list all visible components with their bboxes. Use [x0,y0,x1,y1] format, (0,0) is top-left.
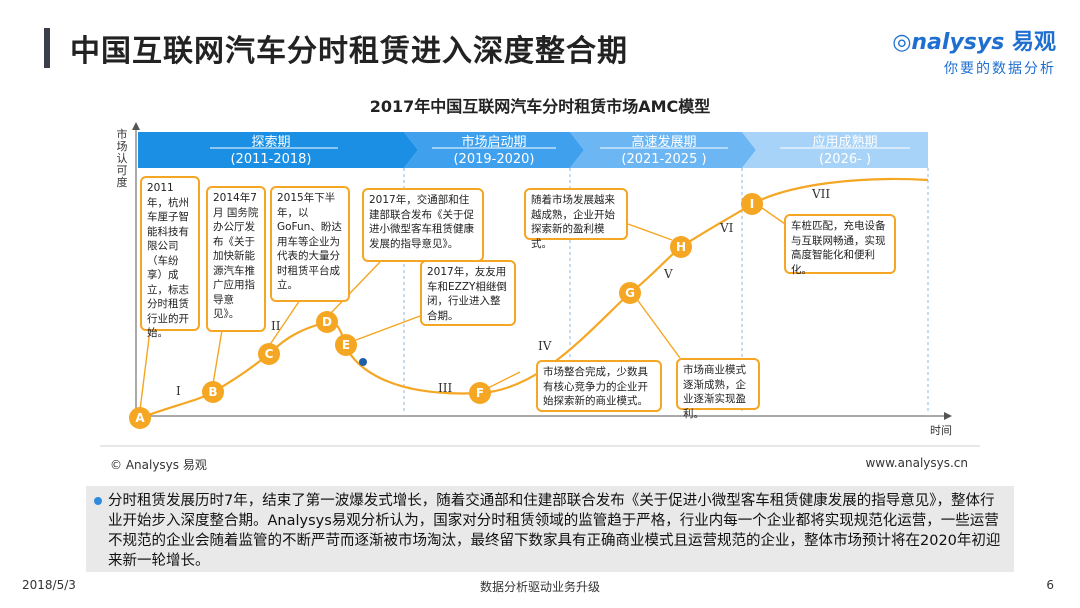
phase-banner-4 [742,132,928,168]
bullet-dot-icon [94,497,102,505]
stage-6: VI [719,221,734,235]
phase-1-name: 探索期 [251,135,290,150]
point-f-label: F [476,386,484,400]
y-axis-arrow-icon [132,122,140,130]
note-c: 2015年下半年，以GoFun、盼达用车等企业为代表的大量分时租赁平台成立。 [270,186,350,302]
summary-box: 分时租赁发展历时7年，结束了第一波爆发式增长，随着交通部和住建部联合发布《关于促… [86,486,1014,572]
phase-2-name: 市场启动期 [461,134,526,150]
y-axis-label: 市场认可度 [117,127,128,189]
point-b-label: B [208,385,217,399]
footer-slogan: 数据分析驱动业务升级 [479,580,600,594]
point-g-label: G [625,286,635,300]
point-h-label: H [676,240,686,254]
logo-text: nalysys [911,30,1005,55]
source-website[interactable]: www.analysys.cn [865,456,968,470]
stage-1: I [176,384,181,398]
note-h: 随着市场发展越来越成熟，企业开始探索新的盈利模式。 [524,188,628,250]
phase-banners: 探索期 (2011-2018) 市场启动期 (2019-2020) 高速发展期 … [138,132,928,168]
phase-4-name: 应用成熟期 [812,134,877,150]
summary-text: 分时租赁发展历时7年，结束了第一波爆发式增长，随着交通部和住建部联合发布《关于促… [108,493,1001,569]
milestones: A B C D E F G H I [129,193,763,429]
stage-numerals: I II III IV V VI VII [176,187,830,398]
point-d [316,311,338,333]
phase-2-years: (2019-2020) [453,152,534,167]
phase-banner-3 [570,132,756,168]
point-b [202,381,224,403]
phase-1-years: (2011-2018) [230,152,311,167]
stage-7: VII [811,187,830,201]
stage-5: V [663,267,673,281]
note-d: 2017年，交通部和住建部联合发布《关于促进小微型客车租赁健康发展的指导意见》。 [362,188,484,262]
logo-a-icon: ◎ [892,30,912,55]
logo-cn: 易观 [1011,30,1056,55]
point-e-marker [359,358,367,366]
phase-banner-2 [404,132,584,168]
copyright: © Analysys 易观 [110,458,207,472]
phase-3-name: 高速发展期 [631,134,696,150]
point-c-label: C [265,347,274,361]
phase-3-years: (2021-2025 ) [621,152,706,167]
note-g: 市场商业模式逐渐成熟，企业逐渐实现盈利。 [676,358,760,420]
axes: 市场认可度 时间 [100,122,980,447]
note-f: 市场整合完成，少数具有核心竞争力的企业开始探索新的商业模式。 [536,360,662,412]
note-a: 2011年，杭州车厘子智能科技有限公司（车纷享）成立，标志分时租赁行业的开始。 [140,176,200,339]
point-a-label: A [135,411,145,425]
point-d-label: D [322,315,332,329]
chart-title: 2017年中国互联网汽车分时租赁市场AMC模型 [369,97,711,116]
leader-lines [139,207,789,411]
title-accent-bar [44,28,50,68]
phase-banner-1 [138,132,418,168]
stage-4: IV [538,339,552,353]
note-e: 2017年，友友用车和EZZY相继倒闭，行业进入整合期。 [420,260,516,326]
point-i [741,193,763,215]
page-title: 中国互联网汽车分时租赁进入深度整合期 [70,34,628,69]
note-i: 车桩匹配，充电设备与互联网畅通，实现高度智能化和便利化。 [784,214,896,276]
x-axis-label: 时间 [930,424,952,437]
analysys-logo: ◎nalysys 易观 你要的数据分析 [892,24,1056,78]
x-axis-arrow-icon [944,412,952,420]
point-h [670,236,692,258]
point-e [335,334,357,356]
stage-3: III [438,381,452,395]
amc-curve [139,177,929,420]
stage-2: II [271,319,281,333]
point-g [619,282,641,304]
point-a [129,407,151,429]
note-b: 2014年7月 国务院办公厅发布《关于加快新能源汽车推广应用指导意见》。 [206,186,266,332]
page-number: 6 [1046,578,1054,592]
phase-4-years: (2026- ) [819,152,871,167]
point-c [258,343,280,365]
point-e-label: E [342,338,350,352]
footer-date: 2018/5/3 [22,578,76,592]
point-f [469,382,491,404]
logo-tagline: 你要的数据分析 [944,61,1056,77]
point-i-label: I [750,197,754,211]
